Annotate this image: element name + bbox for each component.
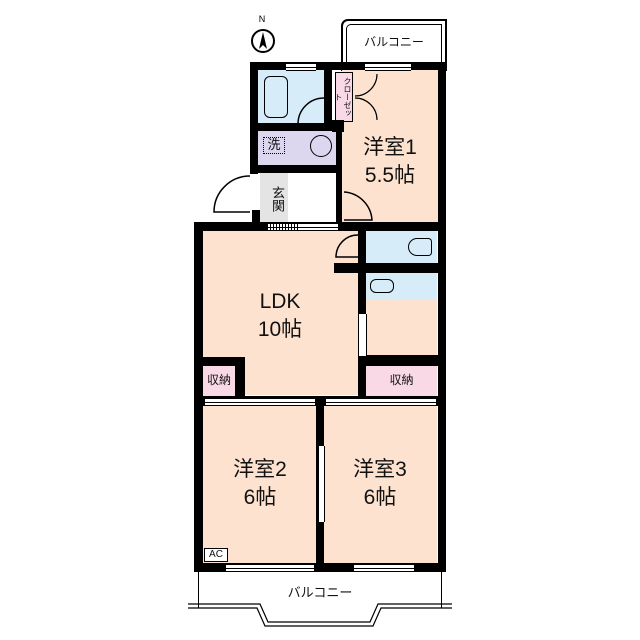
storage-left-label: 収納 [206,373,231,387]
entrance-door-swing[interactable] [212,174,252,214]
closet-label: クローゼット [333,77,352,117]
western-room-1-size: 5.5帖 [364,164,416,187]
wall [334,263,438,273]
wall [235,357,245,397]
compass: N [248,14,278,58]
compass-north-label: N [258,14,266,24]
balcony-top: バルコニー [341,19,447,71]
wall [252,210,260,224]
balcony-top-label: バルコニー [364,35,424,49]
door-frame [358,314,367,356]
balcony-bottom-label: バルコニー [287,585,353,600]
wall [250,62,258,174]
wall [203,357,245,366]
sliding-door[interactable] [326,398,436,406]
balcony-bottom [198,572,442,608]
wall [250,123,340,131]
ac-label: AC [204,548,228,562]
western-room-3-name: 洋室3 [353,458,407,481]
wall [358,355,438,366]
wall [324,62,332,130]
sink-icon [370,279,394,293]
window [226,564,314,572]
washroom-label: 洗 [263,137,285,154]
hallway [290,173,334,223]
wall [250,165,260,173]
storage-right [366,366,437,396]
balcony-bottom-railing [188,603,452,627]
door-swing[interactable] [296,96,326,126]
north-arrow-icon [251,29,275,53]
entrance-label: 玄関 [270,186,285,212]
toilet-icon [408,238,432,256]
utility-room [366,273,437,299]
western-room-2-size: 6帖 [243,486,277,509]
window [286,63,316,71]
window [354,564,414,572]
western-room-1-name: 洋室1 [363,136,417,159]
window [365,63,411,71]
wall [336,124,342,224]
wall [250,165,342,173]
window [268,223,300,231]
closet [335,72,353,122]
wall [438,62,446,572]
closet-door-swing[interactable] [353,72,383,122]
wall [194,563,446,572]
western-room-2 [203,406,316,563]
washbasin-icon [310,135,332,157]
storage-left [203,366,235,396]
western-room-2-name: 洋室2 [233,458,287,481]
storage-right-label: 収納 [389,373,414,387]
sliding-door[interactable] [318,446,325,522]
window [300,223,338,231]
ldk-size: 10帖 [257,318,303,341]
western-room-3-size: 6帖 [363,486,397,509]
entrance [260,173,288,223]
sliding-door[interactable] [205,398,315,406]
wall [250,62,446,70]
ldk-name: LDK [259,290,301,313]
door-swing[interactable] [342,190,374,222]
bathtub-icon [264,76,288,118]
utility-floor [366,299,437,355]
western-room-3 [324,406,437,563]
toilet-door-swing[interactable] [334,233,360,259]
